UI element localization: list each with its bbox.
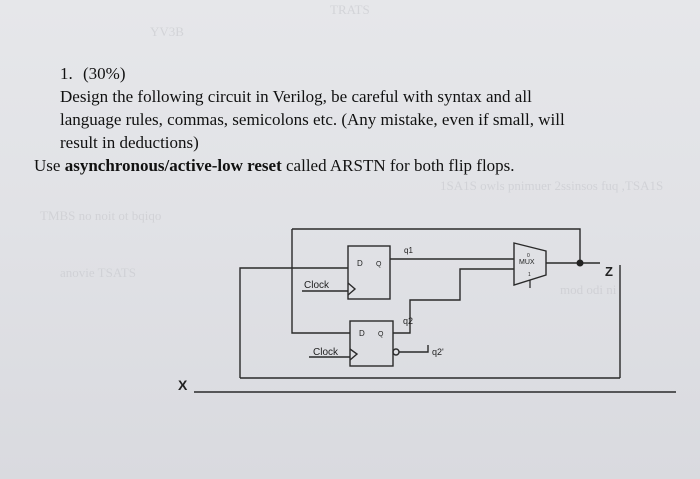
line4-suffix: called ARSTN for both flip flops. [281,156,515,175]
ff2-clock-label: Clock [313,347,339,358]
q2-bar-label: q2' [432,347,444,357]
ff1-clock-label: Clock [304,280,330,291]
ff1-d-label: D [357,259,363,268]
ff1-clock-wedge [347,282,357,296]
output-junction-dot [576,259,584,267]
reset-type-text: asynchronous/active-low reset [64,156,282,175]
mux-label: MUX [519,259,535,266]
line4-prefix: Use [34,156,65,175]
wire-q2 [393,268,514,334]
ff2-q-label: Q [378,331,384,338]
wire-top-loop [292,228,581,262]
ff2-inverter-bubble [392,348,400,356]
ff2-d-label: D [359,329,365,338]
question-header: 1. (30%) [60,64,125,84]
flip-flop-2 [349,320,394,367]
question-line-3: result in deductions) [60,133,199,152]
mux [513,242,547,286]
question-line-2: language rules, commas, semicolons etc. … [60,110,565,129]
ff2-clock-wedge [349,348,359,361]
output-z-label: Z [605,264,613,279]
q2-label: q2 [403,316,413,326]
mux-input-0-label: 0 [527,253,530,259]
ff1-q-label: Q [376,261,382,268]
question-line-4: Use asynchronous/active-low reset called… [34,156,515,176]
q1-label: q1 [404,246,413,255]
question-line-1: Design the following circuit in Verilog,… [60,87,532,106]
question-number: 1. [60,64,73,83]
wire-q2-bar [399,345,429,353]
question-block: 1. (30%) Design the following circuit in… [0,0,700,200]
input-x-label: X [178,377,188,393]
mux-input-1-label: 1 [528,272,531,278]
flip-flop-1 [347,245,391,300]
wire-feedback-ff2-d [291,255,350,334]
wire-outer-loop [239,267,348,378]
question-weight: (30%) [83,64,126,83]
